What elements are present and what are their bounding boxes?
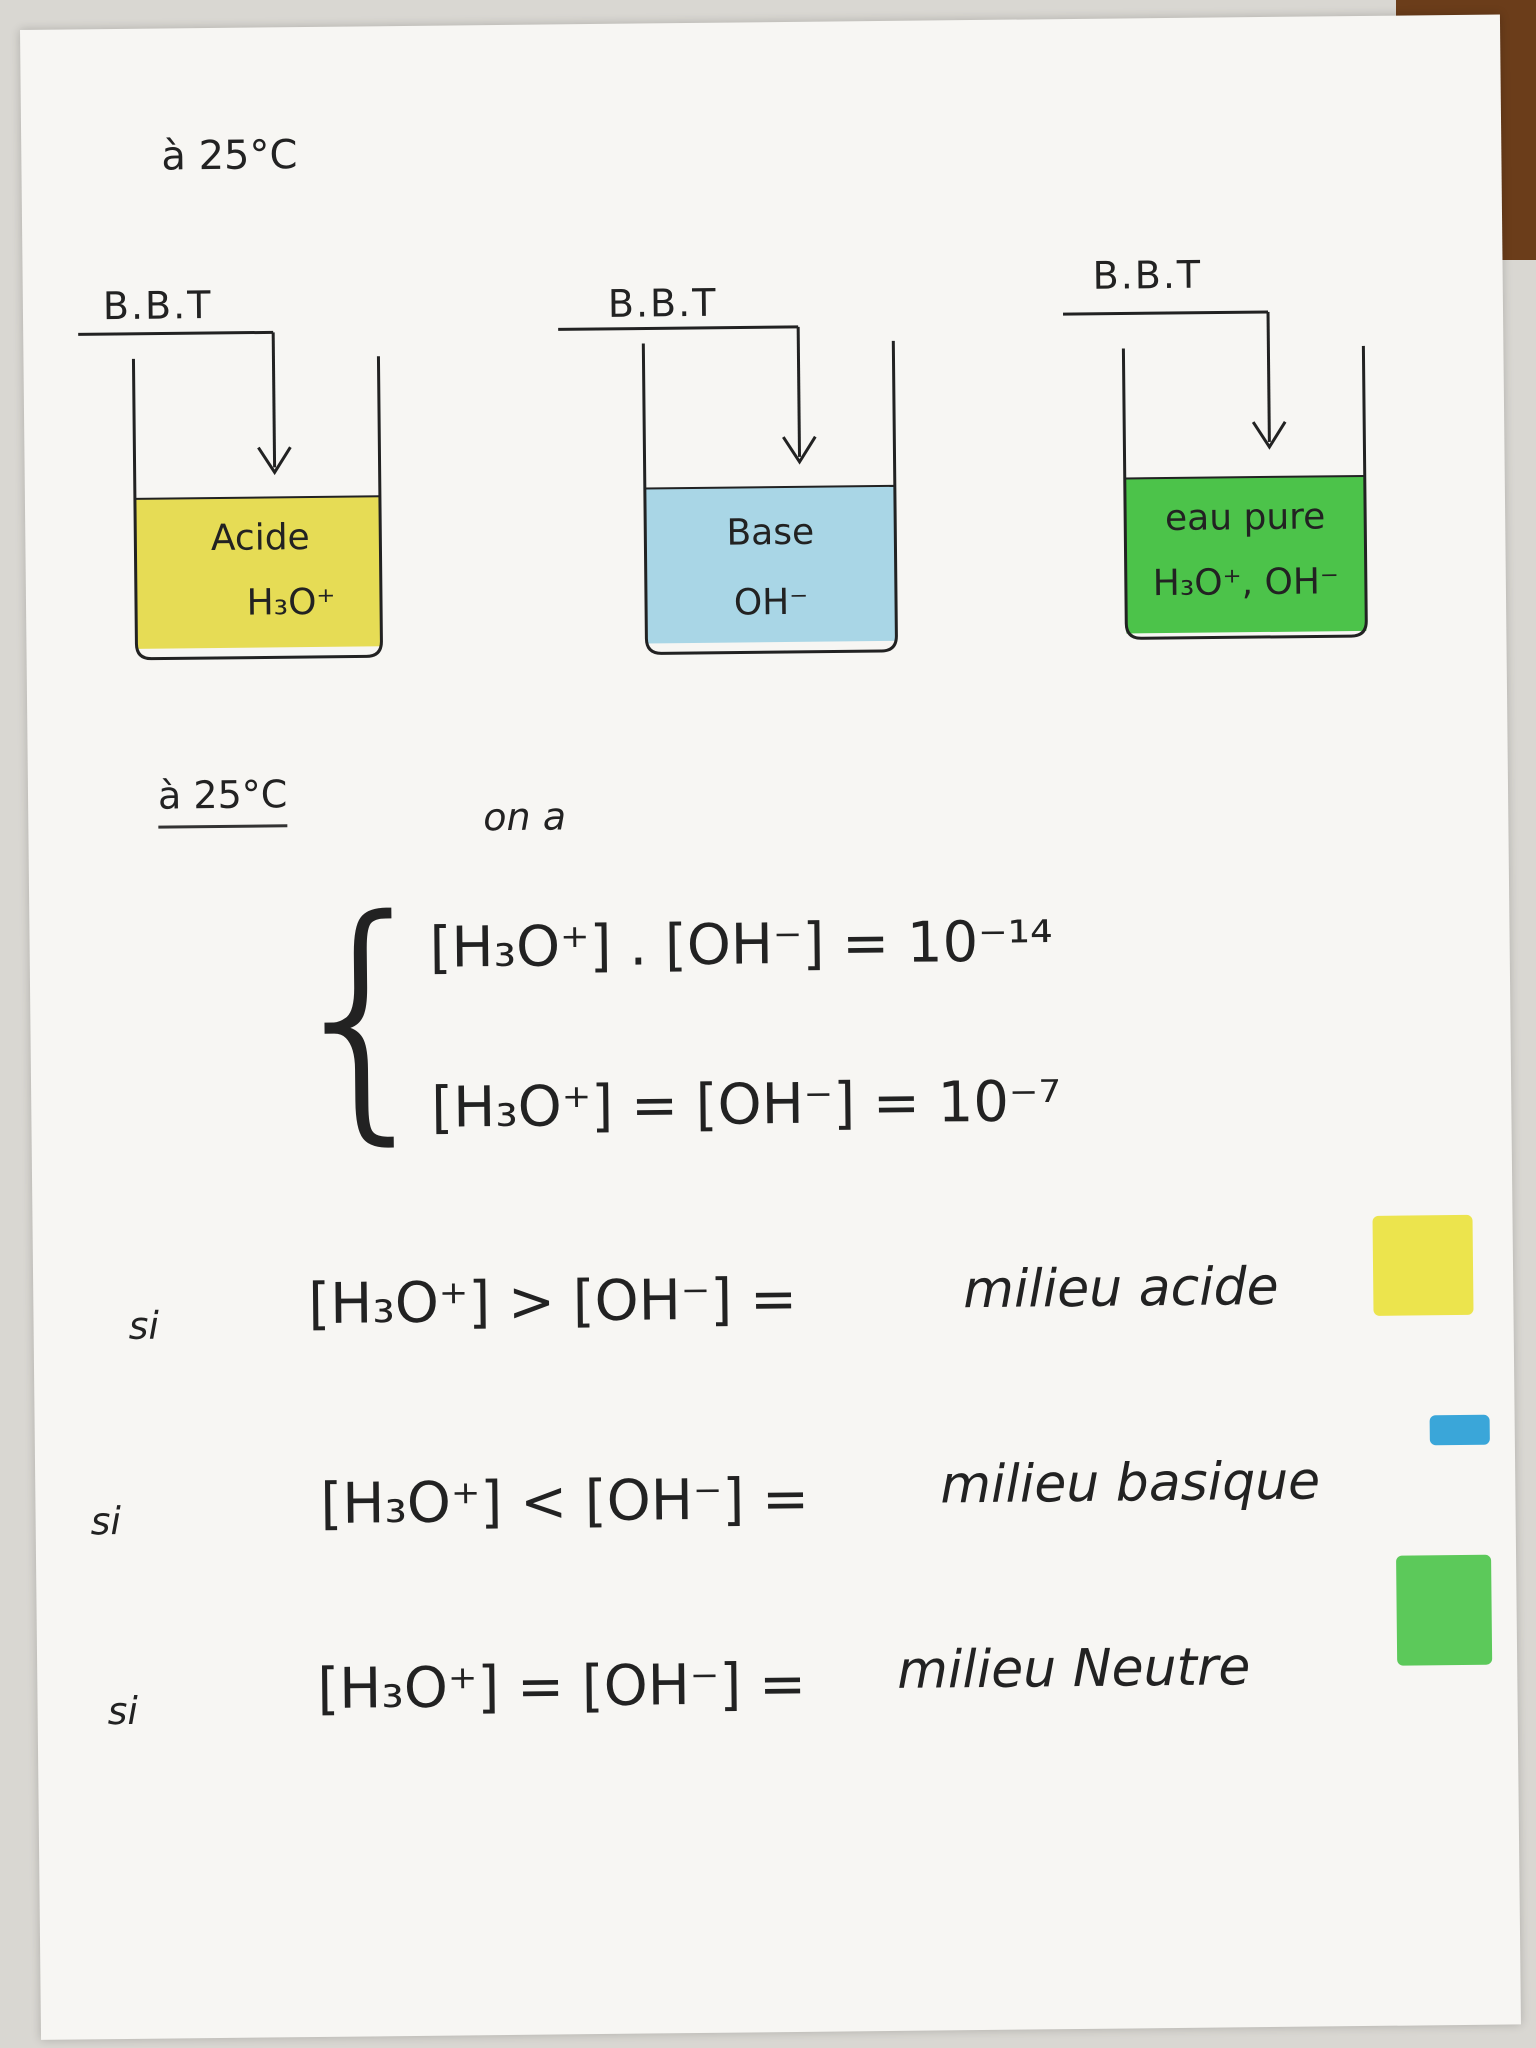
notebook-page: à 25°C B.B.T B.B.T B.B.T Acide H₃O⁺ Base…: [20, 14, 1521, 2040]
system-brace: {: [278, 864, 448, 1169]
rule-2-relation: [H₃O⁺] < [OH⁻] =: [320, 1466, 810, 1537]
rule-3-result: milieu Neutre: [896, 1637, 1251, 1701]
beaker-2-label-bottom: OH⁻: [733, 581, 809, 624]
rule-2-prefix: si: [90, 1499, 122, 1544]
beaker-1-label-bottom: H₃O⁺: [246, 581, 336, 624]
equation-equality: [H₃O⁺] = [OH⁻] = 10⁻⁷: [430, 1069, 1062, 1141]
beaker-2-indicator: B.B.T: [607, 280, 718, 326]
beaker-3-label-bottom: H₃O⁺, OH⁻: [1152, 561, 1340, 605]
rule-3-prefix: si: [107, 1688, 139, 1734]
beaker-3-indicator: B.B.T: [1092, 252, 1203, 298]
rule-2-result: milieu basique: [939, 1451, 1321, 1516]
rule-3-relation: [H₃O⁺] = [OH⁻] =: [317, 1651, 807, 1722]
beaker-3-label-top: eau pure: [1164, 496, 1326, 540]
beaker-1-label-top: Acide: [210, 516, 310, 560]
beaker-base-liquid: [644, 485, 897, 644]
equation-product: [H₃O⁺] . [OH⁻] = 10⁻¹⁴: [429, 909, 1053, 981]
rule-1-result: milieu acide: [962, 1256, 1279, 1321]
temperature-label: à 25°C: [157, 772, 288, 829]
base-color-swatch: [1429, 1414, 1490, 1446]
acid-color-swatch: [1372, 1214, 1474, 1316]
rule-1-relation: [H₃O⁺] > [OH⁻] =: [308, 1266, 798, 1338]
on-a-label: on a: [483, 794, 567, 840]
beaker-eau-pure-liquid: [1124, 475, 1367, 634]
beaker-1-indicator: B.B.T: [102, 283, 213, 329]
beaker-2-label-top: Base: [726, 511, 815, 554]
beaker-diagram: [78, 310, 1368, 661]
neutral-color-swatch: [1396, 1554, 1493, 1666]
beaker-acide-liquid: [134, 496, 382, 649]
rule-1-prefix: si: [128, 1303, 160, 1348]
